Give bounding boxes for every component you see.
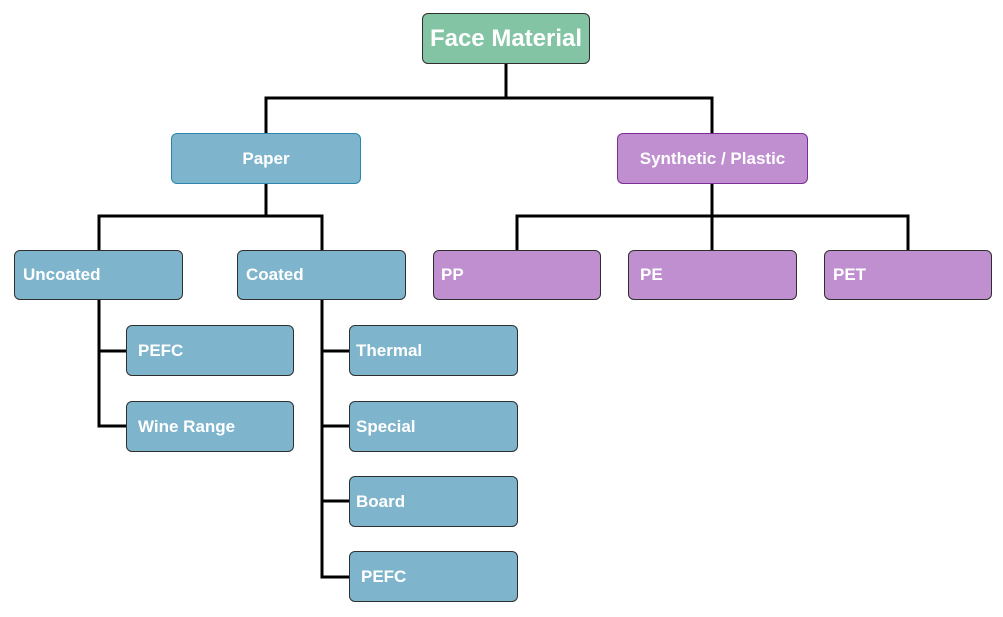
node-pe-label: PE bbox=[640, 265, 663, 284]
node-board-label: Board bbox=[356, 491, 406, 511]
node-uncoated: Uncoated bbox=[14, 250, 183, 300]
connector-paper bbox=[97, 181, 324, 252]
node-coated-pefc: PEFC bbox=[349, 551, 518, 602]
node-uncoated-label: Uncoated bbox=[23, 265, 101, 284]
node-synthetic-plastic: Synthetic / Plastic bbox=[617, 133, 808, 184]
node-pet-label: PET bbox=[833, 265, 867, 284]
node-wine-range-label: Wine Range bbox=[138, 416, 236, 436]
node-special-label: Special bbox=[356, 416, 416, 436]
node-uncoated-pefc-label: PEFC bbox=[138, 340, 184, 360]
node-pe: PE bbox=[628, 250, 797, 300]
root-node-label: Face Material bbox=[429, 24, 583, 52]
node-synthetic-label: Synthetic / Plastic bbox=[639, 148, 786, 168]
node-thermal: Thermal bbox=[349, 325, 518, 376]
node-wine-range: Wine Range bbox=[126, 401, 294, 452]
connector-synthetic bbox=[515, 181, 910, 252]
node-paper-label: Paper bbox=[242, 148, 290, 168]
node-coated: Coated bbox=[237, 250, 406, 300]
node-coated-pefc-label: PEFC bbox=[361, 566, 407, 586]
node-thermal-label: Thermal bbox=[356, 340, 423, 360]
node-pet: PET bbox=[824, 250, 992, 300]
node-paper: Paper bbox=[171, 133, 361, 184]
connector-root bbox=[264, 62, 714, 135]
connector-coated bbox=[320, 297, 352, 579]
node-pp: PP bbox=[433, 250, 601, 300]
node-coated-label: Coated bbox=[246, 265, 304, 284]
root-node-face-material: Face Material bbox=[422, 13, 590, 64]
node-special: Special bbox=[349, 401, 518, 452]
node-board: Board bbox=[349, 476, 518, 527]
connector-uncoated bbox=[97, 297, 129, 428]
node-uncoated-pefc: PEFC bbox=[126, 325, 294, 376]
node-pp-label: PP bbox=[441, 265, 464, 284]
